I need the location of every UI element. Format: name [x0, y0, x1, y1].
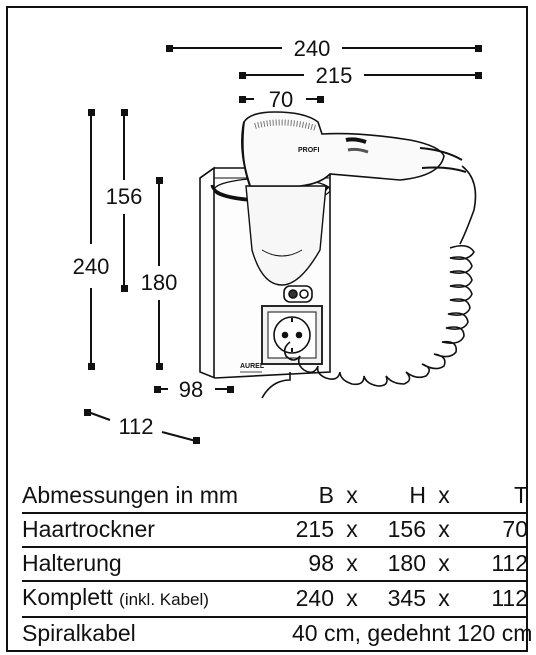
dim-total-width: 240: [166, 36, 482, 61]
dim-holder-depth-label: 112: [118, 414, 153, 439]
header-b: B: [318, 482, 334, 508]
row-x1: x: [334, 580, 370, 617]
dim-holder-width-label: 98: [179, 377, 203, 402]
dim-holder-height: 180: [141, 177, 178, 370]
table-header: Abmessungen in mm B x H x T: [22, 480, 528, 513]
row-b: 215: [292, 512, 334, 547]
dim-dryer-width-label: 215: [316, 63, 353, 88]
table-row: Komplett (inkl. Kabel) 240 x 345 x 112: [22, 580, 528, 617]
dim-total-height-label: 240: [73, 254, 110, 279]
row-t: 70: [462, 512, 528, 547]
header-h: H: [409, 482, 426, 508]
header-x2: x: [438, 482, 450, 508]
hair-dryer: PROFI: [241, 111, 467, 187]
dryer-brand-label: PROFI: [298, 147, 319, 154]
spiral-value: 40 cm, gedehnt 120 cm: [292, 616, 532, 650]
dim-total-width-label: 240: [294, 36, 331, 61]
spec-table: Abmessungen in mm B x H x T Haartrockner…: [22, 480, 532, 650]
row-label: Haartrockner: [22, 512, 292, 547]
dim-holder-width: 98: [154, 377, 234, 402]
holder-brand-label: AUREL: [240, 363, 265, 370]
header-label: Abmessungen in mm: [22, 482, 239, 508]
wall-holder: AUREL: [199, 166, 331, 379]
dim-dryer-height: 156: [106, 109, 143, 292]
row-label: Komplett (inkl. Kabel): [22, 580, 292, 617]
product-drawing: 240 215 70 240 156 180: [73, 36, 482, 444]
header-t: T: [513, 482, 528, 508]
row-b: 240: [292, 580, 334, 617]
row-x2: x: [426, 580, 462, 617]
dim-holder-depth: 112: [84, 409, 200, 444]
dim-nozzle-width-label: 70: [269, 87, 293, 112]
row-x1: x: [334, 546, 370, 581]
header-x1: x: [346, 482, 358, 508]
row-label: Halterung: [22, 546, 292, 581]
table-row: Haartrockner 215 x 156 x 70: [22, 512, 528, 547]
row-t: 112: [462, 580, 528, 617]
row-label-note: (inkl. Kabel): [119, 590, 209, 609]
row-b: 98: [292, 546, 334, 581]
dim-dryer-width: 215: [239, 63, 482, 88]
dim-nozzle-width: 70: [239, 87, 324, 112]
table-row-spiral: Spiralkabel 40 cm, gedehnt 120 cm: [22, 616, 532, 650]
coiled-cable: [261, 165, 477, 399]
spiral-label: Spiralkabel: [22, 616, 292, 650]
row-x2: x: [426, 512, 462, 547]
row-label-text: Komplett: [22, 584, 113, 610]
dim-total-height: 240: [73, 109, 110, 370]
row-x1: x: [334, 512, 370, 547]
dim-dryer-height-label: 156: [106, 184, 143, 209]
table-row: Halterung 98 x 180 x 112: [22, 546, 528, 581]
row-t: 112: [462, 546, 528, 581]
row-x2: x: [426, 546, 462, 581]
row-h: 180: [370, 546, 426, 581]
dim-holder-height-label: 180: [141, 270, 178, 295]
row-h: 156: [370, 512, 426, 547]
row-h: 345: [370, 580, 426, 617]
